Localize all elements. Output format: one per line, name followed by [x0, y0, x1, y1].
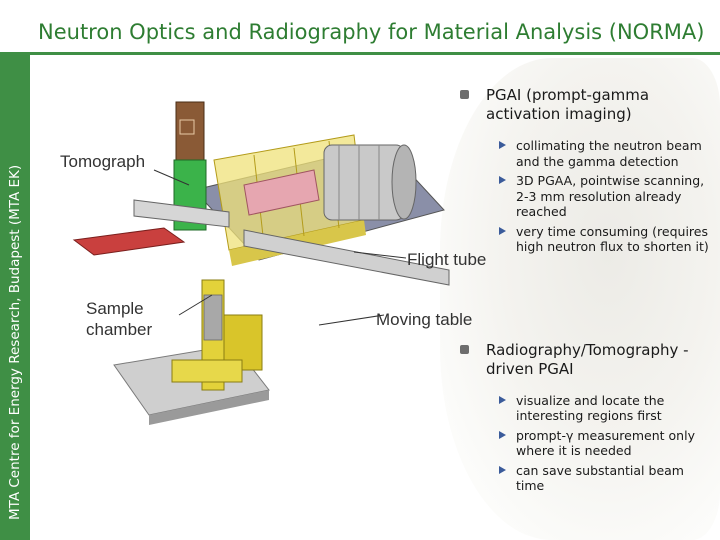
- sub-bullet-text: can save substantial beam time: [516, 462, 684, 494]
- label-tomograph: Tomograph: [60, 152, 146, 171]
- arrow-bullet-icon: [499, 465, 506, 474]
- arrow-bullet-icon: [499, 226, 506, 235]
- label-sample-chamber: Sample chamber: [86, 299, 153, 339]
- bullet-pgai: PGAI (prompt-gamma activation imaging): [456, 86, 716, 124]
- sub-bullet-text: visualize and locate the interesting reg…: [516, 392, 665, 424]
- side-band: [0, 52, 30, 540]
- arrow-bullet-icon: [499, 430, 506, 439]
- instrument-drawing: [72, 101, 450, 425]
- sub-bullet: can save substantial beam time: [456, 463, 716, 494]
- arrow-bullet-icon: [499, 176, 506, 184]
- bullet-marker-icon: [460, 90, 469, 99]
- instrument-figure: Tomograph Flight tube Sample chamber Mov…: [54, 90, 494, 440]
- sub-bullet: 3D PGAA, pointwise scanning, 2-3 mm reso…: [456, 173, 716, 220]
- sub-bullet-text: collimating the neutron beam and the gam…: [516, 138, 702, 169]
- sub-bullet: very time consuming (requires high neutr…: [456, 224, 716, 255]
- arrow-bullet-icon: [499, 141, 506, 149]
- sub-bullet-text: 3D PGAA, pointwise scanning, 2-3 mm reso…: [516, 173, 705, 219]
- title-rule: [30, 52, 720, 55]
- label-flight-tube: Flight tube: [407, 250, 487, 269]
- sub-bullet: collimating the neutron beam and the gam…: [456, 138, 716, 169]
- bullet-radiography: Radiography/Tomography -driven PGAI: [456, 341, 716, 379]
- arrow-bullet-icon: [499, 395, 506, 404]
- bullet-list: PGAI (prompt-gamma activation imaging) c…: [456, 86, 716, 494]
- sub-bullet-text: very time consuming (requires high neutr…: [516, 223, 709, 255]
- slide-title: Neutron Optics and Radiography for Mater…: [38, 20, 705, 44]
- bullet-text: PGAI (prompt-gamma activation imaging): [486, 86, 650, 123]
- label-moving-table: Moving table: [376, 310, 473, 329]
- sub-bullet-text: prompt-γ measurement only where it is ne…: [516, 427, 695, 459]
- background-texture: [440, 58, 720, 540]
- side-label: MTA Centre for Energy Research, Budapest…: [7, 164, 23, 520]
- bullet-marker-icon: [460, 344, 469, 354]
- sub-bullet: prompt-γ measurement only where it is ne…: [456, 428, 716, 459]
- sub-bullet: visualize and locate the interesting reg…: [456, 393, 716, 424]
- bullet-text: Radiography/Tomography -driven PGAI: [486, 340, 689, 378]
